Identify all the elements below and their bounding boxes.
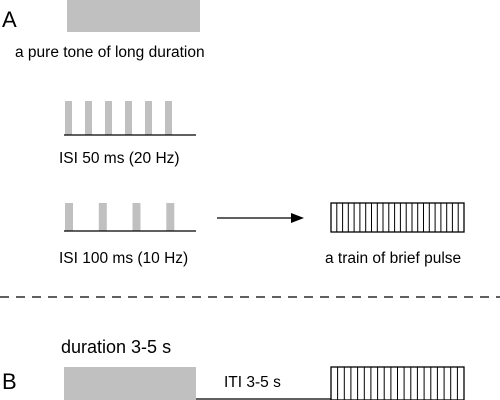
isi-50-pulse: [105, 101, 112, 135]
pulse-train-lines-b: [337, 367, 458, 400]
isi-50-pulse: [145, 101, 152, 135]
iti-caption: ITI 3-5 s: [224, 374, 281, 391]
isi-50-pulse: [165, 101, 172, 135]
isi-50-caption: ISI 50 ms (20 Hz): [59, 150, 180, 167]
isi-100-pulse: [166, 203, 175, 231]
isi-50-pulse-group: [65, 101, 172, 135]
isi-50-pulse: [85, 101, 92, 135]
duration-caption: duration 3-5 s: [61, 337, 171, 357]
isi-100-pulse-group: [65, 203, 175, 231]
pulse-train-box-a: [330, 202, 465, 233]
panel-b-letter: B: [2, 369, 17, 394]
isi-50-pulse: [65, 101, 72, 135]
pulse-train-lines-a: [336, 203, 459, 232]
arrow-right-icon: [217, 213, 304, 223]
pure-tone-caption: a pure tone of long duration: [15, 44, 205, 61]
isi-100-caption: ISI 100 ms (10 Hz): [59, 250, 188, 267]
isi-100-pulse: [98, 203, 107, 231]
panel-a-letter: A: [2, 7, 17, 32]
isi-100-pulse: [132, 203, 141, 231]
isi-50-pulse: [125, 101, 132, 135]
isi-100-pulse: [65, 203, 73, 231]
duration-block: [64, 367, 196, 400]
pulse-train-caption: a train of brief pulse: [325, 250, 461, 267]
pure-tone-block: [67, 0, 200, 32]
